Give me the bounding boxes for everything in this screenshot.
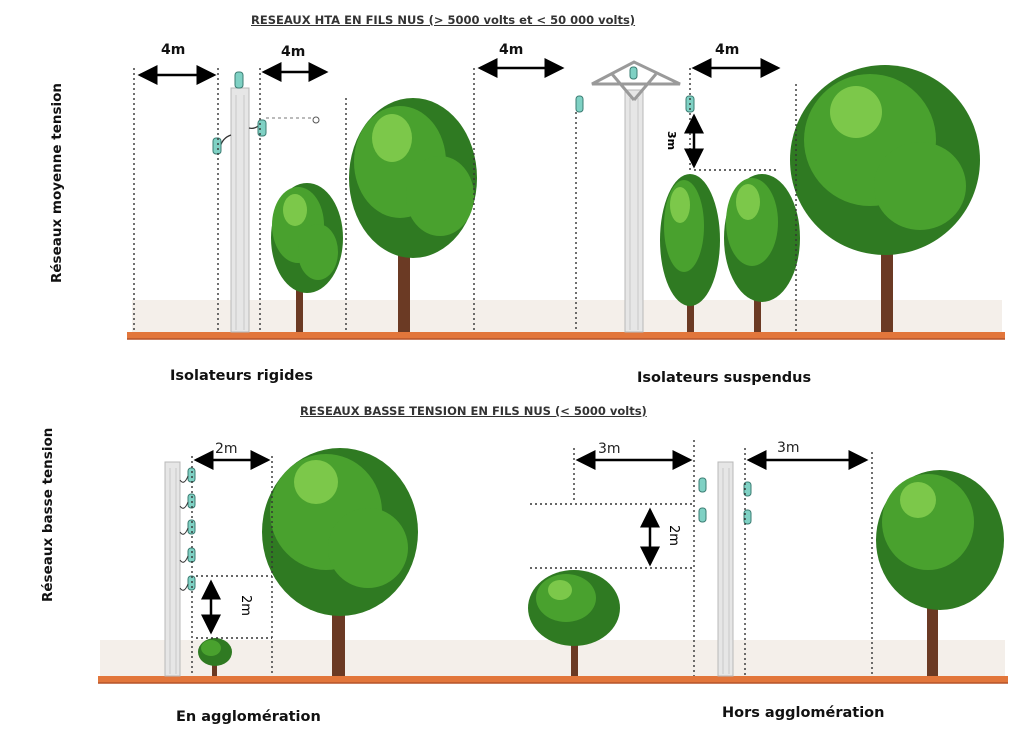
- top-section-heading: RESEAUX HTA EN FILS NUS (> 5000 volts et…: [251, 13, 636, 27]
- pole-rigid-insulators: [212, 71, 320, 333]
- dim-top-2: 4m: [281, 44, 306, 60]
- pole-suspended-insulators: [575, 60, 695, 333]
- tree-bottom-4: [876, 470, 1004, 676]
- caption-suspended-insulators: Isolateurs suspendus: [637, 370, 812, 386]
- top-ground: [127, 300, 1005, 340]
- dim-top-4: 4m: [715, 42, 740, 58]
- tree-top-4: [724, 174, 800, 332]
- caption-urban: En agglomération: [176, 709, 321, 725]
- dim-bottom-1: 2m: [215, 441, 238, 457]
- bottom-clearance-lines: [191, 440, 873, 676]
- dim-top-1: 4m: [161, 42, 186, 58]
- bottom-arrows: [193, 450, 869, 635]
- dim-bottom-2: 3m: [598, 441, 621, 457]
- tree-top-1: [271, 183, 343, 332]
- pole-low-voltage-rural: [698, 461, 752, 677]
- bottom-section-heading: RESEAUX BASSE TENSION EN FILS NUS (< 500…: [300, 404, 647, 418]
- caption-rural: Hors agglomération: [722, 705, 885, 721]
- dim-bottom-vertical-1: 2m: [237, 595, 253, 616]
- tree-top-3: [660, 174, 720, 332]
- tree-bottom-small: [198, 638, 232, 676]
- dim-bottom-vertical-2: 2m: [665, 525, 681, 546]
- tree-top-5: [790, 65, 980, 332]
- top-section-side-label: Réseaux moyenne tension: [49, 82, 65, 283]
- tree-bottom-3: [528, 570, 620, 676]
- tree-bottom-2: [262, 448, 418, 676]
- dim-bottom-3: 3m: [777, 440, 800, 456]
- bottom-ground: [98, 640, 1008, 684]
- top-arrows: [137, 58, 781, 169]
- bottom-section-side-label: Réseaux basse tension: [40, 427, 56, 602]
- tree-top-2: [349, 98, 477, 332]
- dim-top-3: 4m: [499, 42, 524, 58]
- dim-top-vertical: 3m: [665, 130, 679, 151]
- caption-rigid-insulators: Isolateurs rigides: [170, 368, 313, 384]
